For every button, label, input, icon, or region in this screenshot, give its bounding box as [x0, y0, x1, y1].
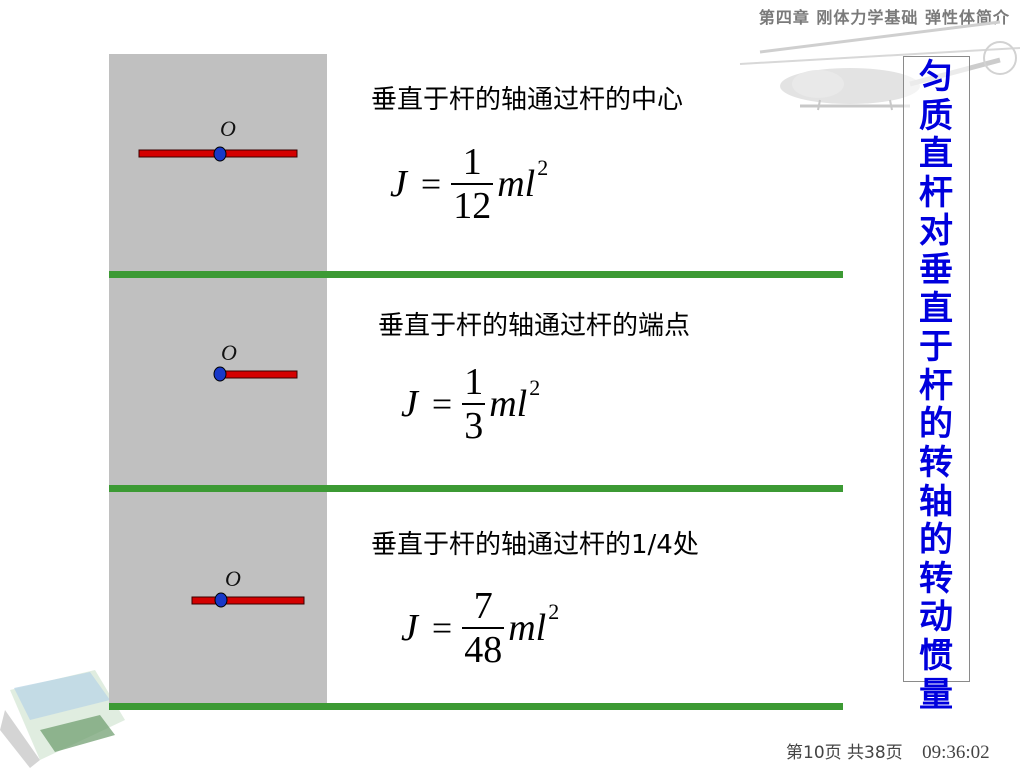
axis-label: O [221, 340, 237, 365]
pivot-point [213, 146, 227, 162]
formula-lhs: J [401, 607, 418, 649]
book-decoration [0, 670, 125, 768]
page-total: 共38页 [847, 743, 903, 763]
chapter-header: 第四章 刚体力学基础 弹性体简介 [758, 8, 1010, 27]
case-description: 垂直于杆的轴通过杆的中心 [371, 85, 684, 115]
formula-exponent: 2 [529, 375, 541, 400]
formula-denominator: 3 [464, 405, 484, 447]
slide-title: 匀质直杆对垂直于杆的转轴的转动惯量 [919, 57, 953, 715]
clock-time: 09:36:02 [922, 742, 990, 763]
row-divider [109, 703, 843, 710]
formula-lhs: J [390, 163, 407, 205]
row-divider [109, 485, 843, 492]
formula-eq: = [431, 384, 453, 424]
axis-label: O [220, 116, 236, 141]
pivot-point [214, 592, 228, 608]
inertia-formula: J = 1 3 ml 2 [401, 361, 540, 447]
formula-eq: = [420, 164, 442, 204]
rod-figure-end: O [109, 278, 327, 488]
slide-footer: 第10页 共38页 09:36:02 [786, 738, 990, 764]
axis-label: O [225, 566, 241, 591]
inertia-formula: J = 1 12 ml 2 [390, 141, 548, 227]
formula-rhs: ml [508, 607, 547, 649]
inertia-formula: J = 7 48 ml 2 [401, 585, 559, 671]
formula-eq: = [431, 608, 453, 648]
side-title-frame [903, 56, 970, 682]
formula-denominator: 48 [464, 629, 503, 671]
case-description: 垂直于杆的轴通过杆的端点 [378, 311, 691, 341]
page-number: 第10页 [786, 743, 842, 763]
rod-figure-center: O [109, 54, 327, 272]
pivot-point [213, 366, 227, 382]
formula-rhs: ml [489, 383, 528, 425]
rod-figure-quarter: O [109, 492, 327, 710]
formula-exponent: 2 [548, 599, 560, 624]
case-description: 垂直于杆的轴通过杆的1/4处 [371, 530, 699, 560]
formula-rhs: ml [497, 163, 536, 205]
formula-numerator: 1 [462, 141, 482, 183]
helicopter-decoration [739, 20, 1020, 111]
row-divider [109, 271, 843, 278]
formula-exponent: 2 [537, 155, 549, 180]
formula-numerator: 1 [464, 361, 484, 403]
formula-denominator: 12 [453, 185, 492, 227]
formula-numerator: 7 [473, 585, 493, 627]
formula-lhs: J [401, 383, 418, 425]
